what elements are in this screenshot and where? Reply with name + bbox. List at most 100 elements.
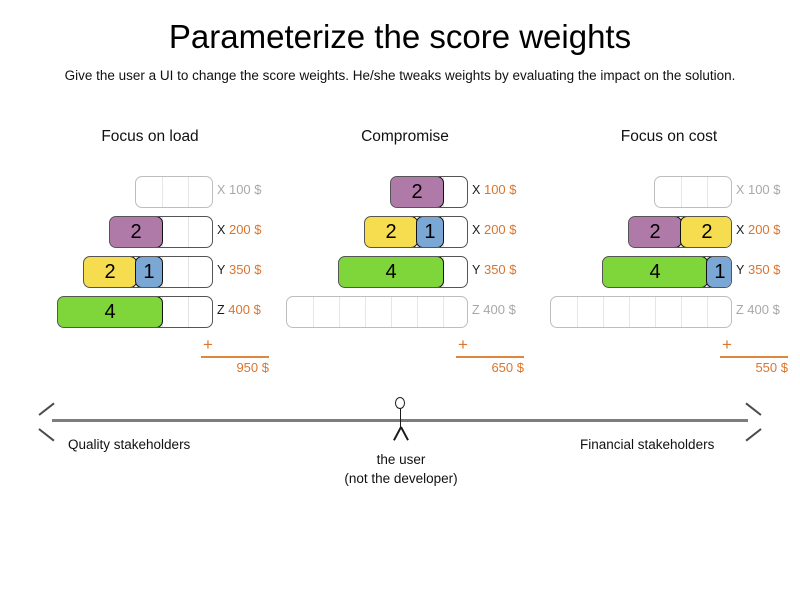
- row-letter: X: [736, 223, 745, 237]
- weight-segment[interactable]: 2: [84, 257, 138, 287]
- weight-row[interactable]: X 100 $: [17, 172, 283, 212]
- figure-caption-line-2: (not the developer): [344, 471, 458, 486]
- row-label: X 100 $: [217, 182, 283, 197]
- scenario-column-header: Focus on load: [101, 128, 199, 145]
- weight-segment[interactable]: 2: [365, 217, 419, 247]
- row-label: X 200 $: [472, 222, 538, 237]
- weight-track[interactable]: [135, 176, 213, 208]
- weight-row[interactable]: X 100 $: [536, 172, 800, 212]
- weight-segment[interactable]: 2: [629, 217, 683, 247]
- row-letter: X: [472, 183, 481, 197]
- weight-row[interactable]: 4 Y 350 $: [272, 252, 538, 292]
- sum-plus-sign: +: [722, 335, 732, 354]
- stick-figure-icon: [384, 392, 418, 444]
- weight-track[interactable]: 4: [57, 296, 213, 328]
- weight-track-wrapper: 4: [57, 296, 213, 328]
- sum-rule-line: [456, 356, 524, 358]
- weight-track[interactable]: 2: [109, 216, 213, 248]
- track-slot-divider: [313, 297, 314, 327]
- row-price: 350 $: [747, 262, 781, 277]
- row-letter: Z: [472, 303, 480, 317]
- weight-track[interactable]: [550, 296, 732, 328]
- row-price: 350 $: [228, 262, 262, 277]
- row-letter: Y: [217, 263, 226, 277]
- row-label: Z 400 $: [736, 302, 800, 317]
- track-slot-divider: [188, 297, 189, 327]
- figure-head: [395, 397, 405, 409]
- sum-rule-line: [201, 356, 269, 358]
- row-label: Y 350 $: [736, 262, 800, 277]
- weight-segment[interactable]: 2: [110, 217, 164, 247]
- weight-track[interactable]: 2: [390, 176, 468, 208]
- weight-segment[interactable]: 2: [679, 217, 731, 247]
- row-letter: X: [472, 223, 481, 237]
- figure-caption: the user (not the developer): [301, 450, 501, 488]
- track-slot-divider: [603, 297, 604, 327]
- weight-track[interactable]: [654, 176, 732, 208]
- row-price: 100 $: [228, 182, 262, 197]
- figure-leg-right: [399, 426, 409, 441]
- weight-track-wrapper: 2: [390, 176, 468, 208]
- weight-track[interactable]: [286, 296, 468, 328]
- row-label: Z 400 $: [217, 302, 283, 317]
- page-subtitle: Give the user a UI to change the score w…: [64, 68, 736, 83]
- weight-segment[interactable]: 2: [391, 177, 445, 207]
- page-title: Parameterize the score weights: [168, 18, 632, 55]
- weight-track-wrapper: [286, 296, 468, 328]
- weight-row[interactable]: 4 Z 400 $: [17, 292, 283, 332]
- weight-segment[interactable]: 4: [58, 297, 164, 327]
- weight-row[interactable]: 2 X 100 $: [272, 172, 538, 212]
- weight-segment[interactable]: 4: [603, 257, 709, 287]
- weight-segment[interactable]: 1: [134, 257, 164, 287]
- row-price: 200 $: [228, 222, 262, 237]
- sum-total: 950 $: [236, 360, 269, 375]
- row-label: Y 350 $: [217, 262, 283, 277]
- track-slot-divider: [707, 297, 708, 327]
- row-price: 100 $: [483, 182, 517, 197]
- weight-row[interactable]: Z 400 $: [272, 292, 538, 332]
- weight-segment[interactable]: 1: [705, 257, 731, 287]
- figure-body: [399, 409, 402, 429]
- track-slot-divider: [162, 177, 163, 207]
- sum-plus-sign: +: [458, 335, 468, 354]
- row-letter: Y: [472, 263, 481, 277]
- weight-track[interactable]: 4: [338, 256, 468, 288]
- track-slot-divider: [629, 297, 630, 327]
- weight-segment[interactable]: 1: [415, 217, 445, 247]
- scenario-column-header: Focus on cost: [620, 128, 718, 145]
- track-slot-divider: [443, 297, 444, 327]
- track-slot-divider: [365, 297, 366, 327]
- axis-label-left: Quality stakeholders: [68, 437, 191, 452]
- column-sum: +550 $: [536, 336, 800, 378]
- weight-track-wrapper: 4: [338, 256, 468, 288]
- track-slot-divider: [655, 297, 656, 327]
- arrow-left-icon: [40, 408, 56, 434]
- row-price: 400 $: [747, 302, 780, 317]
- row-label: Z 400 $: [472, 302, 538, 317]
- track-slot-divider: [391, 297, 392, 327]
- track-slot-divider: [188, 177, 189, 207]
- weight-row[interactable]: 2 X 200 $: [17, 212, 283, 252]
- row-letter: X: [217, 223, 226, 237]
- stakeholder-axis: Quality stakeholders Financial stakehold…: [0, 392, 800, 502]
- row-price: 200 $: [483, 222, 517, 237]
- row-letter: Z: [217, 303, 225, 317]
- weight-row[interactable]: Z 400 $: [536, 292, 800, 332]
- weight-segment[interactable]: 4: [339, 257, 445, 287]
- track-slot-divider: [681, 297, 682, 327]
- track-slot-divider: [188, 257, 189, 287]
- row-label: Y 350 $: [472, 262, 538, 277]
- row-price: 200 $: [747, 222, 781, 237]
